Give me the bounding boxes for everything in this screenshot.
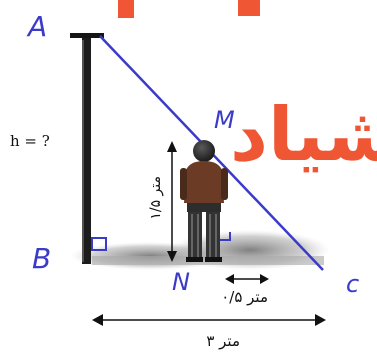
watermark: شیاد [118,0,377,178]
shadow-segment-arrow [225,274,269,284]
person-height-label: ۱/۵ متر [148,176,164,220]
total-distance-label: ۳ متر [206,332,240,350]
total-distance-arrow [92,314,326,326]
shadow-segment-label: ۰/۵ متر [221,288,268,306]
person-height-arrow [167,141,177,262]
point-c-label: c [346,270,359,298]
point-n-label: N [172,268,190,296]
person-figure [180,140,231,262]
pole [70,33,107,264]
point-a-label: A [26,10,47,43]
point-m-label: M [214,106,235,134]
pole-height-label: h = ? [10,132,50,150]
point-b-label: B [32,242,51,275]
watermark-text: شیاد [230,92,377,178]
